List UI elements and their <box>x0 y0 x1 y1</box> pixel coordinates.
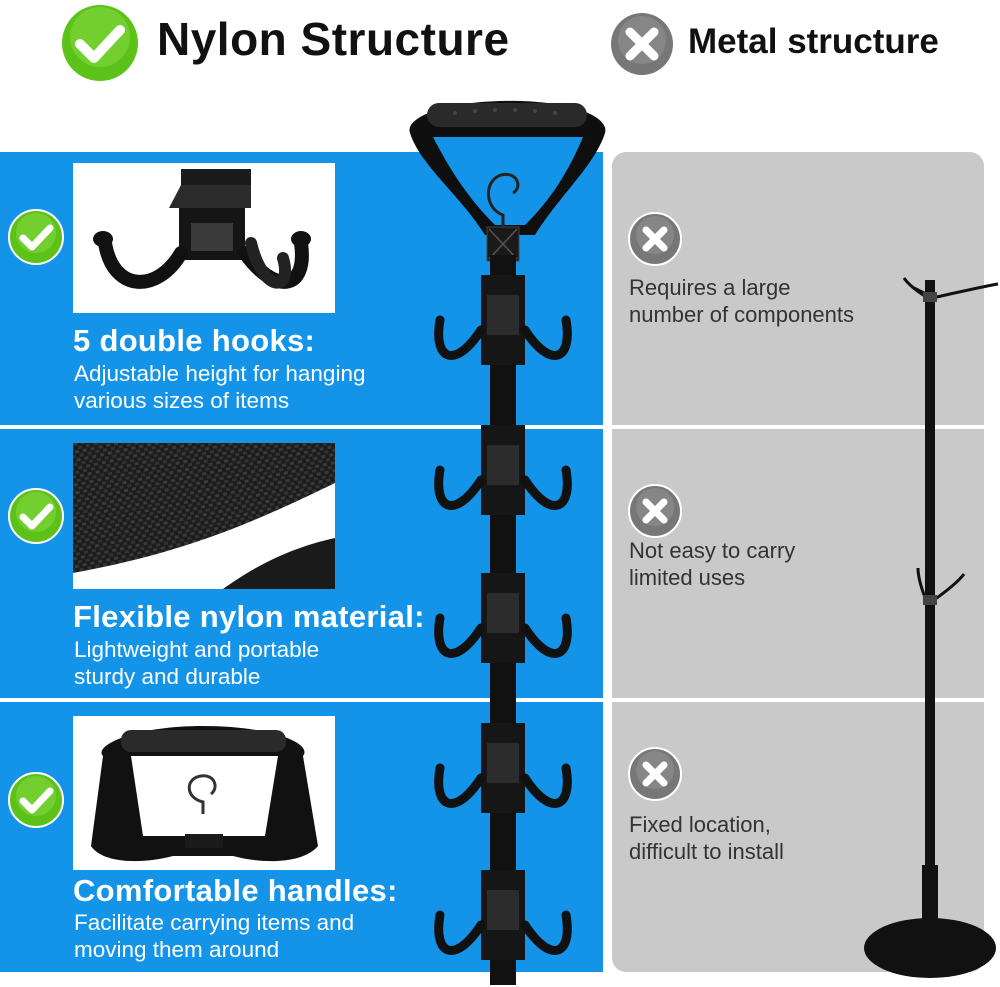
double-hook-unit <box>434 425 572 515</box>
drawback-carry-line2: limited uses <box>629 565 746 590</box>
drawback-components-line1: Requires a large <box>629 275 791 300</box>
double-hook-unit <box>434 870 572 960</box>
nylon-structure-title: Nylon Structure <box>157 13 510 65</box>
nylon-webbing-image <box>73 443 335 589</box>
section-divider <box>612 698 984 702</box>
feature-desc-handles-line1: Facilitate carrying items and <box>74 910 355 935</box>
nylon-hanger-product-image <box>395 95 625 987</box>
metal-drawbacks-panel <box>612 152 984 972</box>
feature-title-handles: Comfortable handles: <box>73 873 398 908</box>
feature-title-nylon: Flexible nylon material: <box>73 599 425 634</box>
check-icon <box>8 209 64 265</box>
feature-desc-hooks-line1: Adjustable height for hanging <box>74 361 366 386</box>
double-hook-image <box>73 163 335 313</box>
x-icon <box>628 212 682 266</box>
double-hook-unit <box>434 723 572 813</box>
check-icon <box>8 772 64 828</box>
check-icon <box>8 488 64 544</box>
metal-structure-title: Metal structure <box>688 22 939 61</box>
handle-image <box>73 716 335 870</box>
drawback-install-line2: difficult to install <box>629 839 784 864</box>
x-icon <box>628 747 682 801</box>
feature-desc-hooks-line2: various sizes of items <box>74 388 290 413</box>
section-divider <box>0 698 603 702</box>
feature-desc-nylon-line2: sturdy and durable <box>74 664 261 689</box>
double-hook-unit <box>434 275 572 365</box>
feature-desc-handles-line2: moving them around <box>74 937 280 962</box>
x-icon <box>628 484 682 538</box>
feature-desc-nylon-line1: Lightweight and portable <box>74 637 320 662</box>
x-icon <box>610 12 674 76</box>
section-divider <box>0 425 603 429</box>
check-icon <box>60 3 140 83</box>
metal-coat-stand-image <box>860 270 1000 980</box>
feature-title-hooks: 5 double hooks: <box>73 323 316 358</box>
drawback-carry-line1: Not easy to carry <box>629 538 796 563</box>
section-divider <box>612 425 984 429</box>
drawback-components-line2: number of components <box>629 302 855 327</box>
double-hook-unit <box>434 573 572 663</box>
drawback-install-line1: Fixed location, <box>629 812 771 837</box>
